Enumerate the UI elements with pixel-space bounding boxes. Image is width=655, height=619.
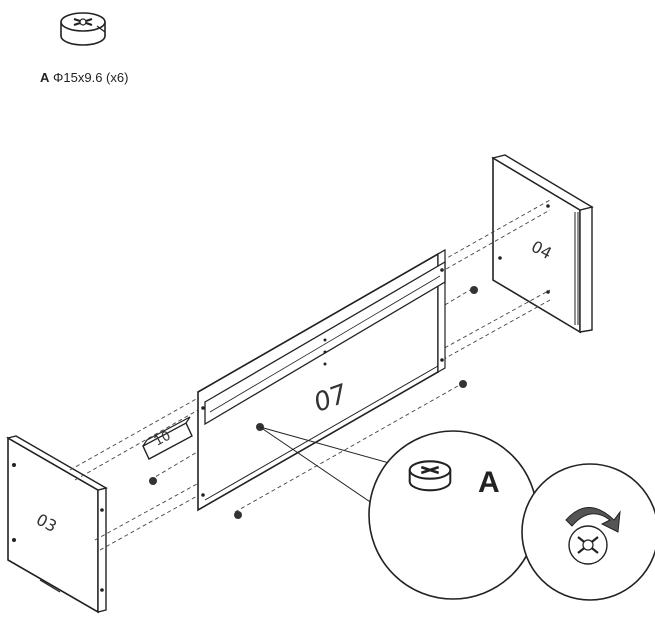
- part-label: A Φ15x9.6 (x6): [40, 70, 128, 85]
- rotation-callout: [521, 463, 655, 601]
- rotate-arrow-icon: [565, 507, 621, 533]
- camlock-callout-icon: [408, 459, 452, 492]
- panel-04: [491, 154, 594, 334]
- panel-03: [6, 435, 108, 614]
- camlock-part-icon: [60, 12, 106, 46]
- rail-10: [142, 416, 193, 460]
- part-letter: A: [40, 70, 50, 85]
- callout-letter: A: [478, 466, 500, 499]
- part-spec: Φ15x9.6 (x6): [53, 70, 129, 85]
- rail-10-label: 10: [152, 429, 174, 450]
- callout-circle: [368, 430, 538, 600]
- callout-leader: [259, 426, 401, 511]
- panel-07: [197, 248, 446, 512]
